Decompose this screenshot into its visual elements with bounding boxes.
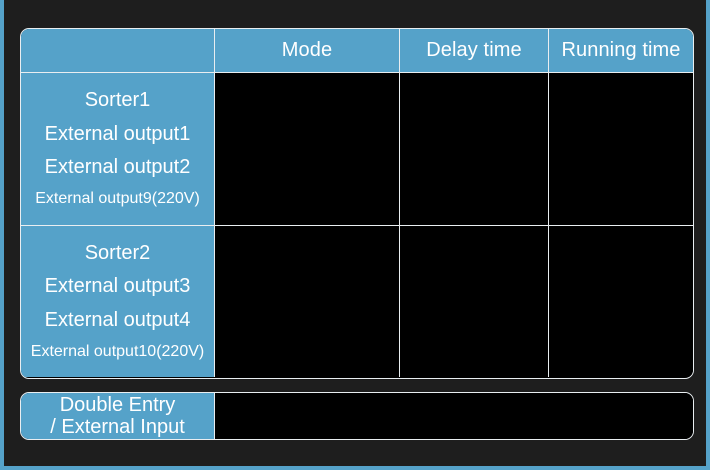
table-header-row: Mode Delay time Running time	[21, 29, 693, 73]
group-label-sorter1: Sorter1 External output1 External output…	[21, 73, 214, 225]
delay-time-cell-sorter1[interactable]	[399, 73, 548, 225]
double-entry-value-cell[interactable]	[214, 393, 693, 439]
running-time-cell-sorter1[interactable]	[548, 73, 693, 225]
double-entry-label: Double Entry / External Input	[21, 393, 214, 439]
running-time-cell-sorter2[interactable]	[548, 226, 693, 377]
group-label-line: External output10(220V)	[30, 342, 205, 360]
table-row: Sorter2 External output3 External output…	[21, 225, 693, 377]
group-label-line: External output9(220V)	[35, 190, 200, 208]
header-running-time: Running time	[548, 29, 693, 72]
screen-surface: Mode Delay time Running time Sorter1 Ext…	[4, 0, 706, 466]
delay-time-cell-sorter2[interactable]	[399, 226, 548, 377]
header-corner-cell	[21, 29, 214, 72]
double-entry-label-line2: / External Input	[50, 415, 185, 438]
mode-cell-sorter1[interactable]	[214, 73, 399, 225]
mode-cell-sorter2[interactable]	[214, 226, 399, 377]
group-label-line: External output2	[44, 156, 191, 179]
group-label-line: External output1	[44, 122, 191, 145]
group-label-line: External output4	[44, 308, 191, 331]
output-configuration-table: Mode Delay time Running time Sorter1 Ext…	[20, 28, 694, 379]
table-row: Sorter1 External output1 External output…	[21, 73, 693, 225]
double-entry-label-line1: Double Entry	[59, 393, 176, 416]
group-label-line: Sorter2	[84, 241, 151, 264]
group-label-sorter2: Sorter2 External output3 External output…	[21, 226, 214, 377]
header-delay-time: Delay time	[399, 29, 548, 72]
group-label-line: External output3	[44, 275, 191, 298]
double-entry-external-input-row: Double Entry / External Input	[20, 392, 694, 440]
group-label-line: Sorter1	[84, 88, 151, 111]
header-mode: Mode	[214, 29, 399, 72]
